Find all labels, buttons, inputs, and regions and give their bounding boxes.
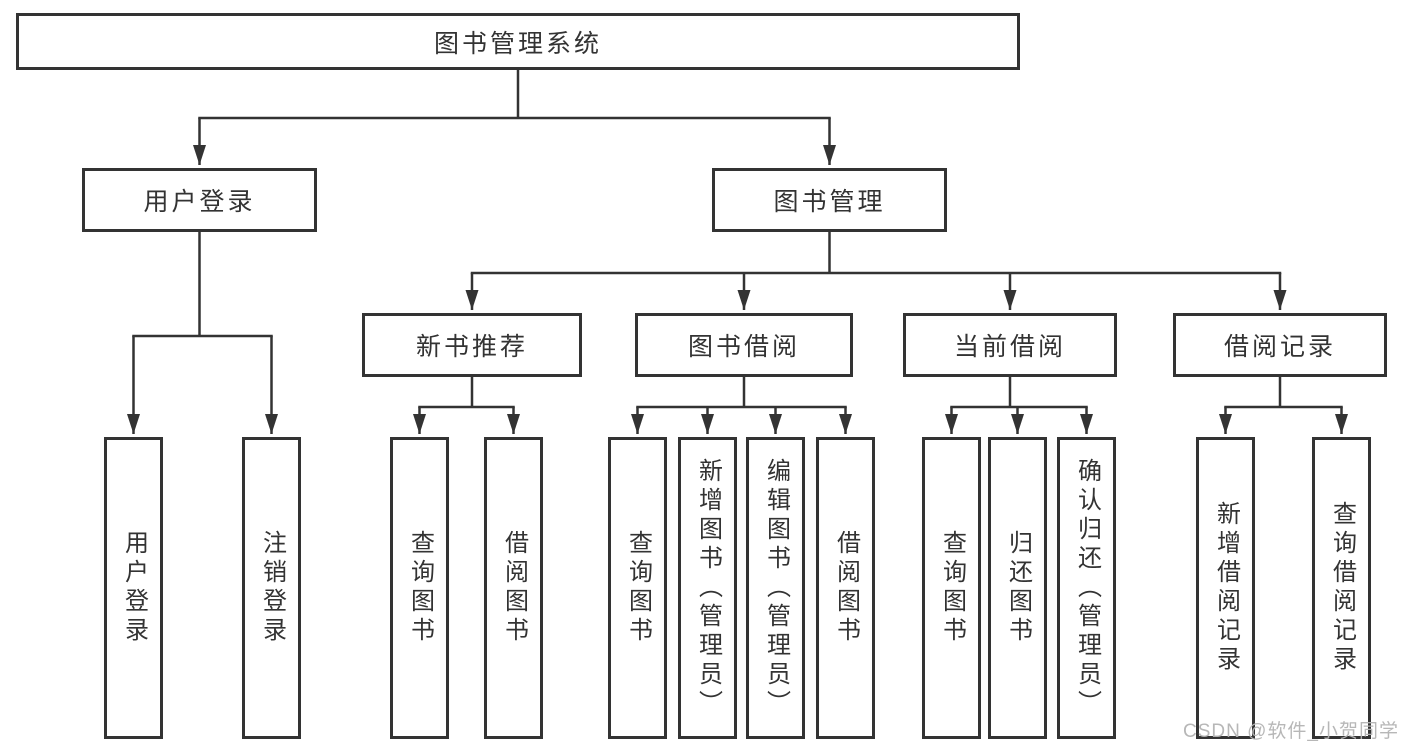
node-current-borrowing: 当前借阅 [903,313,1117,377]
leaf-logout-label: 注销登录 [258,530,286,646]
leaf-borrow-books: 借阅图书 [816,437,875,739]
connector-records-to-leaves [1219,377,1348,434]
leaf-query-borrow-record-label: 查询借阅记录 [1328,501,1356,675]
node-borrowing-records: 借阅记录 [1173,313,1387,377]
leaf-add-books-admin: 新增图书（管理员） [678,437,737,739]
node-book-borrowing: 图书借阅 [635,313,853,377]
leaf-query-books-current-label: 查询图书 [938,530,966,646]
leaf-add-borrow-record: 新增借阅记录 [1196,437,1255,739]
leaf-confirm-return-admin: 确认归还（管理员） [1057,437,1116,739]
connector-borrowing-to-leaves [631,377,852,434]
connector-bookmgmt-to-level2 [465,232,1287,310]
leaf-query-books-borrowing-label: 查询图书 [624,530,652,646]
leaf-edit-books-admin: 编辑图书（管理员） [746,437,805,739]
leaf-borrow-books-recommend-label: 借阅图书 [500,530,528,646]
connector-current-to-leaves [945,377,1093,434]
leaf-borrow-books-recommend: 借阅图书 [484,437,543,739]
leaf-return-books: 归还图书 [988,437,1047,739]
leaf-add-books-admin-label: 新增图书（管理员） [694,457,722,719]
node-book-management: 图书管理 [712,168,947,232]
leaf-user-login: 用户登录 [104,437,163,739]
leaf-edit-books-admin-label: 编辑图书（管理员） [762,457,790,719]
leaf-borrow-books-label: 借阅图书 [832,530,860,646]
node-user-login: 用户登录 [82,168,317,232]
leaf-query-books-recommend: 查询图书 [390,437,449,739]
node-new-book-recommendation: 新书推荐 [362,313,582,377]
leaf-user-login-label: 用户登录 [120,530,148,646]
csdn-watermark: CSDN @软件_小贺同学 [1183,721,1399,742]
leaf-query-borrow-record: 查询借阅记录 [1312,437,1371,739]
connector-newbook-to-leaves [413,377,520,434]
leaf-return-books-label: 归还图书 [1004,530,1032,646]
leaf-query-books-recommend-label: 查询图书 [406,530,434,646]
leaf-query-books-current: 查询图书 [922,437,981,739]
node-library-management-system: 图书管理系统 [16,13,1020,70]
leaf-logout: 注销登录 [242,437,301,739]
leaf-query-books-borrowing: 查询图书 [608,437,667,739]
leaf-add-borrow-record-label: 新增借阅记录 [1212,501,1240,675]
leaf-confirm-return-admin-label: 确认归还（管理员） [1073,457,1101,719]
connector-userlogin-to-leaves [127,232,278,434]
connector-root-to-level1 [193,70,836,165]
